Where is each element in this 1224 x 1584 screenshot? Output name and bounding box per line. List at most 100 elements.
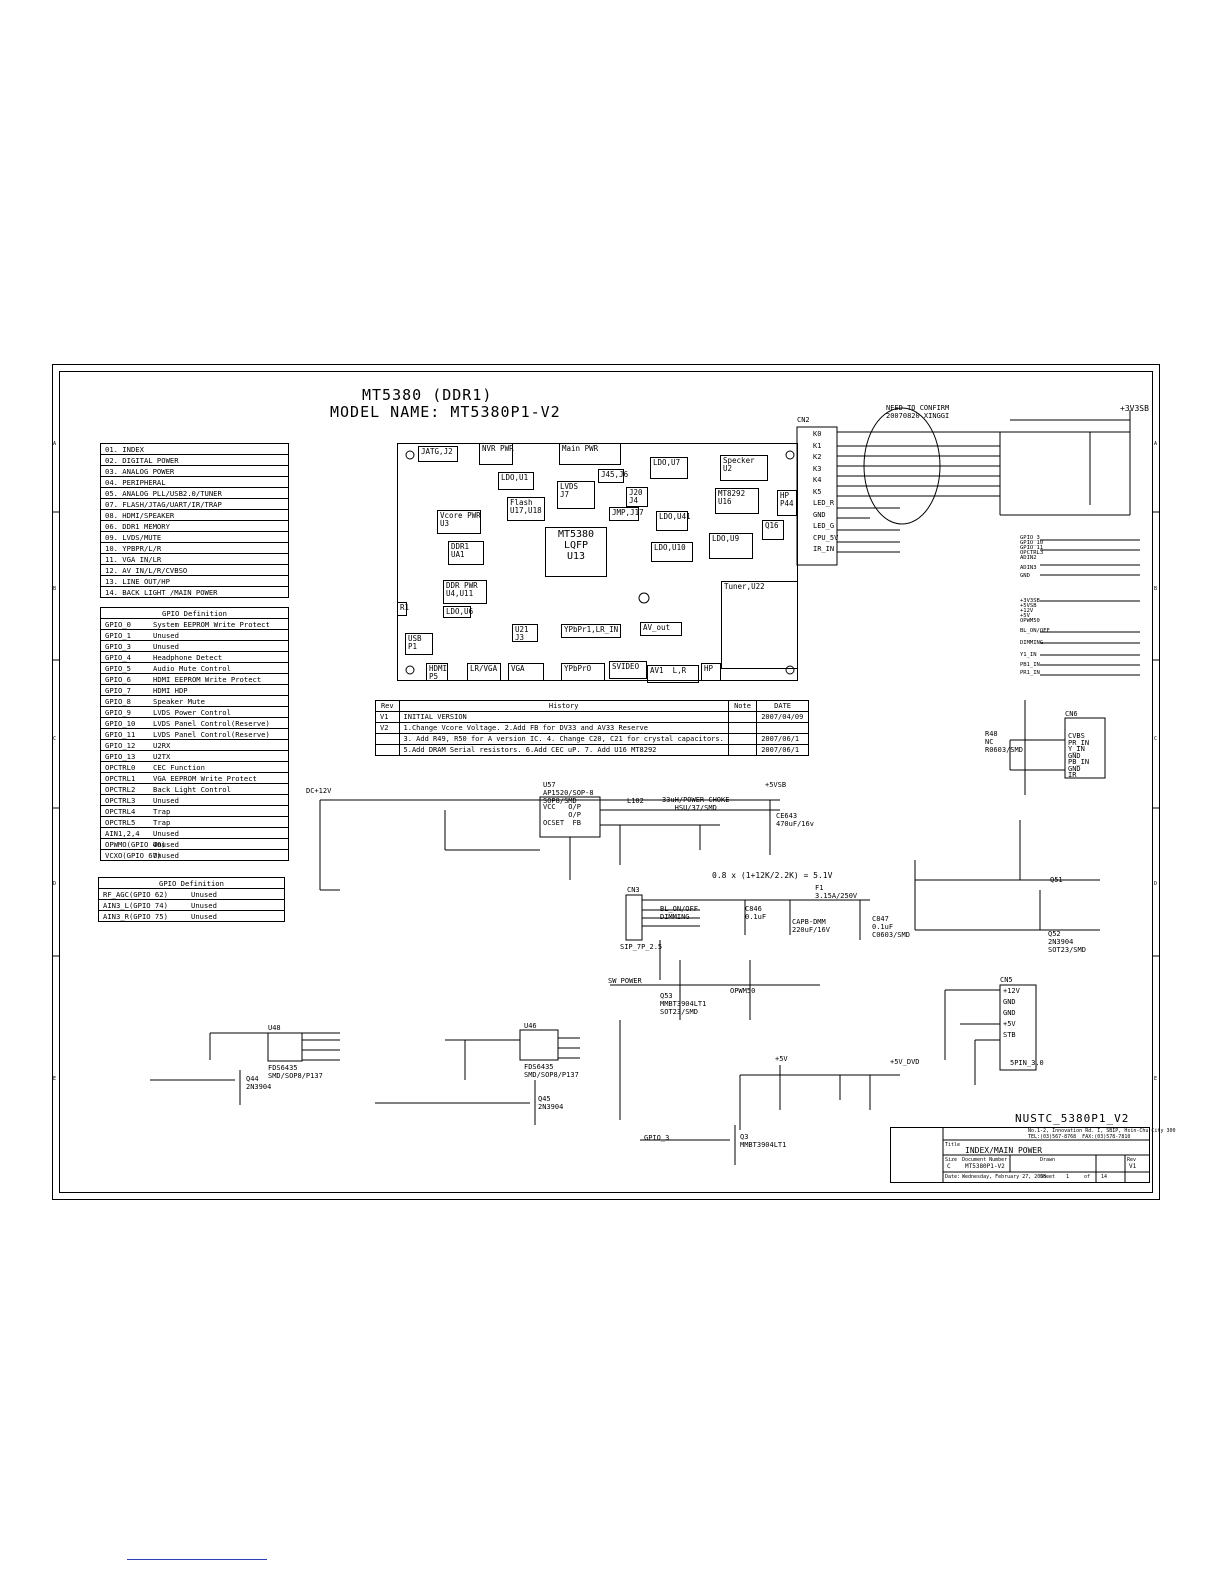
gpio-definition: Unused: [153, 641, 179, 651]
label-q52: Q52 2N3904 SOT23/SMD: [1048, 930, 1086, 954]
board-block: YPbPr1,LR_IN: [561, 624, 621, 638]
zone-letter-right: A: [1154, 441, 1158, 447]
label-5v-dvd: +5V_DVD: [890, 1058, 920, 1066]
sheet-inner-border: [59, 371, 1153, 1193]
gpio-pin: GPIO_11: [105, 729, 136, 739]
board-block: LDO,U41: [656, 511, 691, 531]
gpio-pin: GPIO_1: [105, 630, 131, 640]
gpio-definition: Unused: [153, 795, 179, 805]
label-l102: L102: [627, 797, 644, 805]
history-row: 5.Add DRAM Serial resistors. 6.Add CEC u…: [375, 744, 809, 756]
board-block: Vcore PWR U3: [437, 510, 481, 534]
board-block: HP: [701, 663, 721, 681]
gpio-definition: Unused: [153, 850, 179, 860]
rev-value: V1: [1129, 1163, 1137, 1170]
zone-letter-left: B: [53, 586, 57, 592]
label-3v3sb: +3V3SB: [1120, 404, 1149, 413]
gpio-definition: Unused: [191, 900, 217, 910]
cn2-pin-label: CPU_5V: [813, 533, 839, 542]
gpio-definition: Unused: [153, 828, 179, 838]
board-block: Flash U17,U18: [507, 497, 545, 521]
cn6-pin-label: GND: [1068, 764, 1081, 773]
label-u57: U57 AP1520/SOP-8 SOP8/SMD: [543, 781, 594, 805]
sheet-border: [52, 364, 1160, 1200]
net-label: GND: [1020, 573, 1030, 579]
zone-letter-right: C: [1154, 736, 1158, 742]
zone-letter-left: D: [53, 881, 57, 887]
cn5-pin-label: STB: [1003, 1031, 1016, 1039]
history-cell: 5.Add DRAM Serial resistors. 6.Add CEC u…: [398, 744, 729, 756]
net-label: +5V: [1020, 613, 1030, 619]
cn5-pin-label: GND: [1003, 1009, 1016, 1017]
sheet-label: Sheet: [1040, 1174, 1056, 1180]
board-block: Tuner,U22: [721, 581, 798, 669]
cn6-pin-label: Y_IN: [1068, 745, 1085, 753]
zone-letter-right: B: [1154, 586, 1158, 592]
index-row: 14. BACK LIGHT /MAIN POWER: [100, 586, 289, 598]
cn6-pin-label: IR: [1068, 771, 1077, 779]
net-label: OPCTRL3: [1020, 550, 1044, 556]
board-block: Main PWR: [559, 443, 621, 465]
label-c847: C847 0.1uF C0603/SMD: [872, 915, 910, 939]
board-block: HDMI P5: [426, 663, 448, 681]
label-q53: Q53 MMBT3904LT1 SOT23/SMD: [660, 992, 707, 1016]
gpio-definition: Audio Mute Control: [153, 663, 231, 673]
label-bl-on-off: BL_ON/OFF: [660, 905, 698, 913]
gpio-pin: OPCTRL1: [105, 773, 136, 783]
gpio-definition: Trap: [153, 806, 171, 816]
history-cell: [727, 744, 758, 756]
cn5-pin-label: +12V: [1003, 987, 1020, 995]
board-block: LDO,U6: [443, 606, 473, 618]
net-label: OPWM50: [1020, 618, 1040, 624]
board-block: NVR PWR: [479, 443, 514, 465]
label-q44: Q44 2N3904: [246, 1075, 272, 1091]
date-label: Date:: [945, 1174, 961, 1180]
gpio-definition: LVDS Panel Control(Reserve): [153, 729, 270, 739]
gpio-definition: Speaker Mute: [153, 696, 205, 706]
history-cell: 2007/06/1: [756, 744, 809, 756]
gpio-definition: LVDS Panel Control(Reserve): [153, 718, 270, 728]
label-choke: 33uH/POWER CHOKE HSU/37/SMD: [662, 796, 730, 812]
size-label: Size: [945, 1157, 958, 1163]
gpio-definition: U2RX: [153, 740, 171, 750]
nustc-label: NUSTC_5380P1_V2: [1015, 1112, 1130, 1125]
board-block: LDO,U1: [498, 472, 534, 490]
net-label: GPIO_10: [1020, 540, 1044, 546]
model-name: MODEL NAME: MT5380P1-V2: [330, 403, 561, 421]
cn2-pin-label: K0: [813, 430, 822, 438]
label-r48: R48 NC R0603/SMD: [985, 730, 1023, 754]
label-q45: Q45 2N3904: [538, 1095, 564, 1111]
gpio-pin: GPIO_9: [105, 707, 131, 717]
gpio-pin: GPIO_8: [105, 696, 131, 706]
gpio-cell: VCXO(GPIO 67)Unused: [100, 849, 289, 861]
u46-mosfet: [519, 1029, 559, 1061]
gpio-pin: OPWMO(GPIO 40): [105, 839, 166, 849]
board-block: DDR PWR U4,U11: [443, 580, 487, 604]
board-block: LDO,U7: [650, 457, 688, 479]
net-label: +3V3SB: [1020, 598, 1040, 604]
zone-letter-left: E: [53, 1076, 57, 1082]
label-sw-power: SW_POWER: [608, 977, 642, 985]
gpio-pin: AIN1,2,4: [105, 828, 140, 838]
gpio-pin: VCXO(GPIO 67): [105, 850, 162, 860]
rev-label: Rev: [1127, 1157, 1137, 1163]
gpio-pin: AIN3_R(GPIO 75): [103, 911, 168, 921]
label-fds-2: FDS6435 SMD/SOP8/P137: [524, 1063, 579, 1079]
board-block: J20 J4: [626, 487, 648, 507]
date-value: Wednesday, February 27, 2008: [962, 1174, 1047, 1180]
gpio-definition: LVDS Power Control: [153, 707, 231, 717]
cn3-connector: [625, 894, 643, 941]
title-block: [890, 1127, 1150, 1183]
gpio-definition: CEC Function: [153, 762, 205, 772]
board-block: JATG,J2: [418, 446, 458, 462]
gpio-definition: Unused: [191, 911, 217, 921]
net-label: DIMMING: [1020, 640, 1044, 646]
gpio-pin: GPIO_12: [105, 740, 136, 750]
board-block: YPbPrO: [561, 663, 605, 681]
net-label: PB1_IN: [1020, 662, 1040, 668]
label-c846: C846 0.1uF: [745, 905, 767, 921]
gpio-pin: OPCTRL2: [105, 784, 136, 794]
gpio-pin: GPIO_7: [105, 685, 131, 695]
